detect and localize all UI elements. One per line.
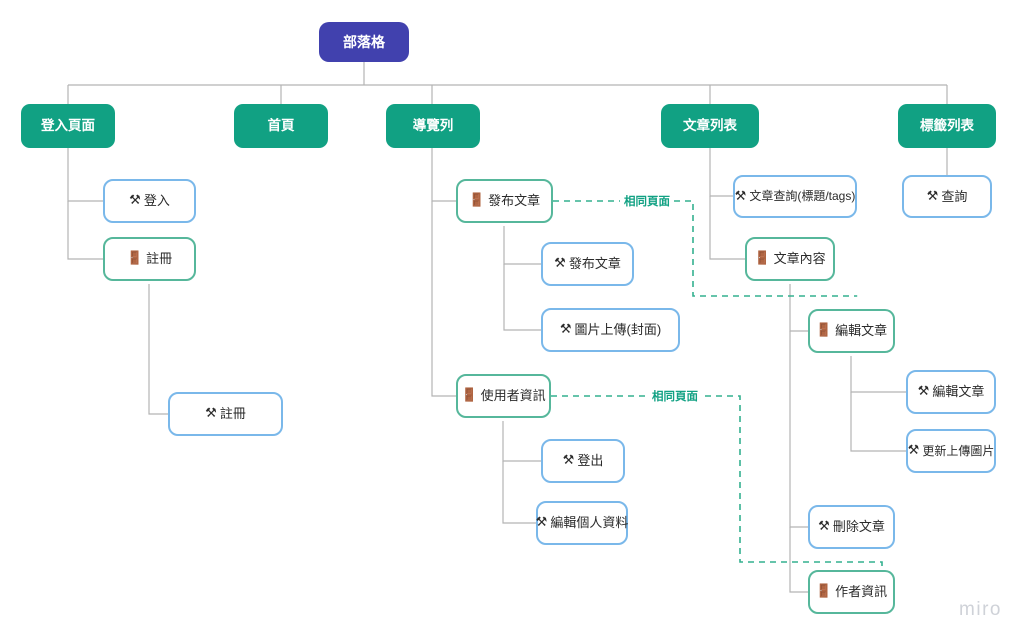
edge-loginpage-register-page <box>67 201 103 260</box>
node-edit-profile-label: 編輯個人資料 <box>550 515 629 531</box>
node-home-page[interactable]: 首頁 <box>234 104 328 148</box>
node-register-label: 註冊 <box>219 406 246 422</box>
edge-content-author-info <box>789 527 808 593</box>
node-tag-list[interactable]: 標籤列表 <box>898 104 996 148</box>
node-login-page[interactable]: 登入頁面 <box>21 104 115 148</box>
node-publish-label: 發布文章 <box>568 256 621 272</box>
node-image-upload[interactable]: ⚒ 圖片上傳(封面) <box>541 308 680 352</box>
node-publish-page[interactable]: 🚪 發布文章 <box>456 179 553 223</box>
hammer-and-pick-icon: ⚒ <box>917 384 930 400</box>
door-icon: 🚪 <box>815 584 833 600</box>
hammer-and-pick-icon: ⚒ <box>926 188 939 204</box>
node-edit-profile[interactable]: ⚒ 編輯個人資料 <box>536 501 628 545</box>
node-logout-label: 登出 <box>577 453 604 469</box>
node-delete-article-label: 刪除文章 <box>832 519 885 535</box>
node-update-image-label: 更新上傳圖片 <box>922 443 995 458</box>
node-delete-article[interactable]: ⚒ 刪除文章 <box>808 505 895 549</box>
node-article-search-label: 文章查詢(標題/tags) <box>749 189 856 204</box>
node-article-list[interactable]: 文章列表 <box>661 104 759 148</box>
edge-content-delete-article <box>789 331 808 528</box>
node-publish[interactable]: ⚒ 發布文章 <box>541 242 634 286</box>
node-publish-page-label: 發布文章 <box>488 193 541 209</box>
node-navbar[interactable]: 導覽列 <box>386 104 480 148</box>
dashed-link-label-publish: 相同頁面 <box>620 193 674 209</box>
node-login-label: 登入 <box>143 193 170 209</box>
node-logout[interactable]: ⚒ 登出 <box>541 439 625 483</box>
edge-publishpage-publish <box>503 226 541 265</box>
edge-editpage-update-image <box>850 392 906 452</box>
node-article-content[interactable]: 🚪 文章內容 <box>745 237 835 281</box>
hammer-and-pick-icon: ⚒ <box>205 406 217 422</box>
door-icon: 🚪 <box>461 388 478 404</box>
node-edit-article-page-label: 編輯文章 <box>835 323 888 339</box>
node-user-info-page[interactable]: 🚪 使用者資訊 <box>456 374 551 418</box>
hammer-and-pick-icon: ⚒ <box>129 193 141 209</box>
hammer-and-pick-icon: ⚒ <box>554 256 566 272</box>
node-article-list-label: 文章列表 <box>683 117 737 133</box>
door-icon: 🚪 <box>468 193 486 209</box>
edge-registerpage-register <box>148 284 168 415</box>
node-tag-search[interactable]: ⚒ 查詢 <box>902 175 992 218</box>
node-login-page-label: 登入頁面 <box>41 117 95 133</box>
node-user-info-page-label: 使用者資訊 <box>480 388 546 404</box>
edge-articlelist-article-content <box>709 196 745 260</box>
edge-userinfo-edit-profile <box>502 461 536 524</box>
node-register-page[interactable]: 🚪 註冊 <box>103 237 196 281</box>
node-tag-list-label: 標籤列表 <box>920 117 974 133</box>
node-edit-article-label: 編輯文章 <box>932 384 985 400</box>
edge-navbar-publish-page <box>431 148 456 202</box>
node-home-page-label: 首頁 <box>267 117 295 133</box>
node-navbar-label: 導覽列 <box>412 117 454 133</box>
node-author-info-label: 作者資訊 <box>835 584 888 600</box>
miro-watermark: miro <box>959 599 1002 620</box>
node-root-label: 部落格 <box>343 33 385 50</box>
hammer-and-pick-icon: ⚒ <box>535 515 548 531</box>
node-update-image[interactable]: ⚒ 更新上傳圖片 <box>906 429 996 473</box>
hammer-and-pick-icon: ⚒ <box>562 453 575 469</box>
node-image-upload-label: 圖片上傳(封面) <box>574 322 662 338</box>
node-edit-article[interactable]: ⚒ 編輯文章 <box>906 370 996 414</box>
node-article-search[interactable]: ⚒ 文章查詢(標題/tags) <box>733 175 857 218</box>
edge-userinfo-logout <box>502 421 541 462</box>
edge-editpage-edit-article <box>850 356 906 393</box>
hammer-and-pick-icon: ⚒ <box>734 188 747 204</box>
dashed-link-label-userinfo: 相同頁面 <box>648 388 702 404</box>
node-article-content-label: 文章內容 <box>773 251 826 267</box>
node-author-info[interactable]: 🚪 作者資訊 <box>808 570 895 614</box>
edge-loginpage-login <box>67 148 103 202</box>
door-icon: 🚪 <box>815 323 833 339</box>
edge-content-edit-article-page <box>789 284 808 332</box>
edge-navbar-user-info-page <box>431 201 456 397</box>
hammer-and-pick-icon: ⚒ <box>559 322 572 338</box>
node-register-page-label: 註冊 <box>146 251 173 267</box>
edge-articlelist-search <box>709 148 733 197</box>
dashed-link-userinfo-to-author-info <box>551 395 883 578</box>
door-icon: 🚪 <box>126 251 144 267</box>
node-edit-article-page[interactable]: 🚪 編輯文章 <box>808 309 895 353</box>
node-register[interactable]: ⚒ 註冊 <box>168 392 283 436</box>
node-login[interactable]: ⚒ 登入 <box>103 179 196 223</box>
hammer-and-pick-icon: ⚒ <box>818 519 830 535</box>
node-tag-search-label: 查詢 <box>941 188 968 204</box>
edge-publishpage-image-upload <box>503 264 541 331</box>
hammer-and-pick-icon: ⚒ <box>907 443 920 459</box>
node-root[interactable]: 部落格 <box>319 22 409 62</box>
door-icon: 🚪 <box>754 251 771 267</box>
